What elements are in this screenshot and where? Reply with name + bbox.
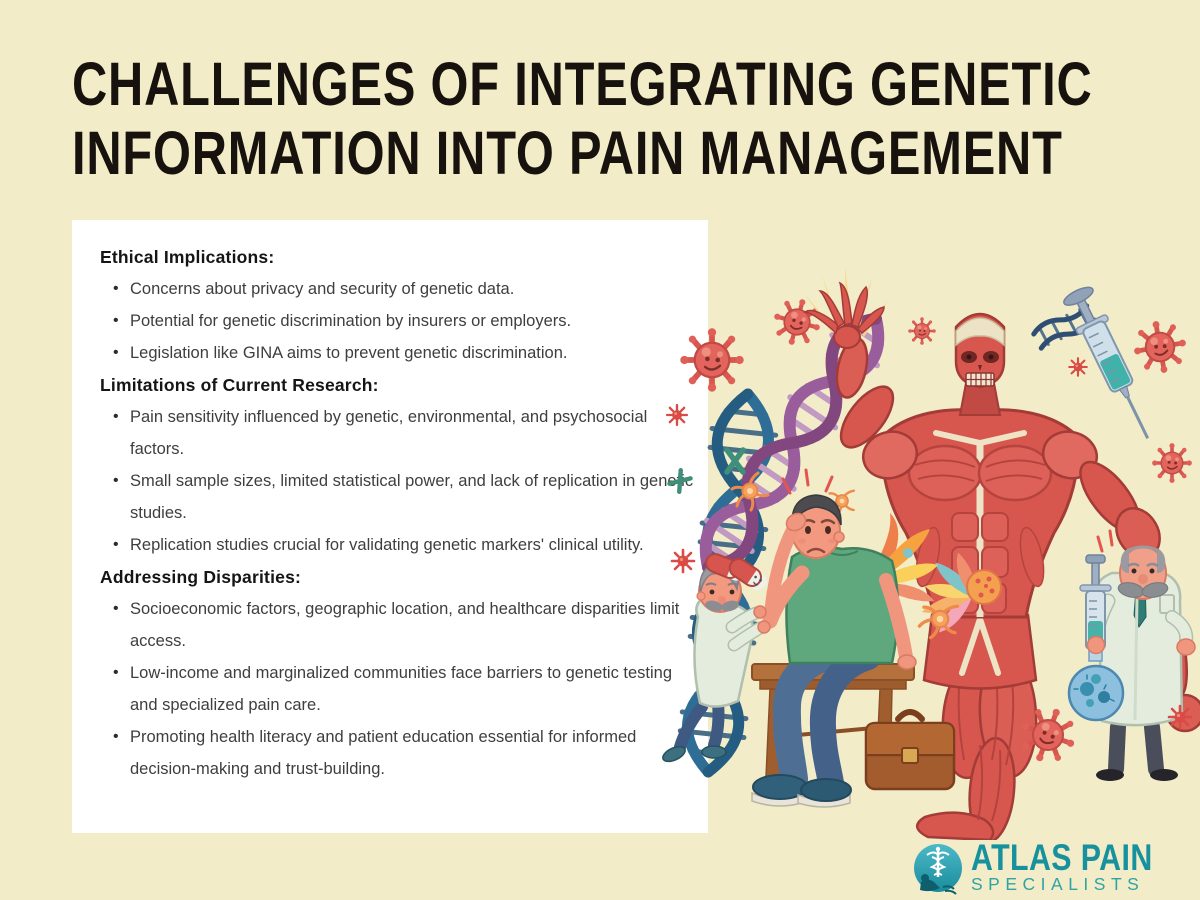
virus-flask-icon: [1067, 554, 1125, 722]
patient-figure: [751, 468, 917, 808]
bullet-list: Pain sensitivity influenced by genetic, …: [100, 401, 700, 561]
bullet-item: Low-income and marginalized communities …: [113, 657, 700, 721]
page-title: CHALLENGES OF INTEGRATING GENETIC INFORM…: [72, 50, 1092, 188]
section-heading: Addressing Disparities:: [100, 567, 302, 587]
virus-icon: [665, 403, 689, 427]
syringe-icon: [1063, 286, 1150, 439]
section-disparities: Addressing Disparities: Socioeconomic fa…: [100, 561, 700, 785]
section-heading: Ethical Implications:: [100, 247, 275, 267]
bullet-item: Promoting health literacy and patient ed…: [113, 721, 700, 785]
page-title-line2: INFORMATION INTO PAIN MANAGEMENT: [72, 119, 1063, 187]
bullet-item: Legislation like GINA aims to prevent ge…: [113, 337, 700, 369]
caduceus-globe-icon: [914, 844, 962, 895]
sneaker-icon: [751, 774, 852, 808]
section-heading: Limitations of Current Research:: [100, 375, 379, 395]
virus-icon: [670, 548, 696, 574]
doctor-with-syringe-figure: [1067, 529, 1196, 781]
illustration: [640, 265, 1200, 844]
bullet-item: Small sample sizes, limited statistical …: [113, 465, 700, 529]
logo: ATLAS PAIN SPECIALISTS: [910, 837, 1193, 899]
section-ethical-implications: Ethical Implications: Concerns about pri…: [100, 241, 700, 369]
page-title-line1: CHALLENGES OF INTEGRATING GENETIC: [72, 50, 1093, 118]
chromosome-icon: [669, 470, 690, 492]
bullet-item: Potential for genetic discrimination by …: [113, 305, 700, 337]
brand-name: ATLAS PAIN: [971, 837, 1153, 878]
virus-icon: [1068, 357, 1088, 377]
hip-burst: [921, 552, 1002, 633]
bullet-item: Concerns about privacy and security of g…: [113, 273, 700, 305]
virus-icon: [1130, 317, 1191, 378]
virus-icon: [680, 328, 743, 391]
section-limitations: Limitations of Current Research: Pain se…: [100, 369, 700, 561]
pill-capsules-icon: [705, 553, 767, 590]
bullet-list: Socioeconomic factors, geographic locati…: [100, 593, 700, 785]
bullet-item: Pain sensitivity influenced by genetic, …: [113, 401, 700, 465]
content-card: Ethical Implications: Concerns about pri…: [72, 220, 708, 833]
brand-subtitle: SPECIALISTS: [971, 874, 1145, 894]
virus-icon: [768, 293, 825, 350]
bullet-item: Replication studies crucial for validati…: [113, 529, 700, 561]
virus-icon: [1167, 704, 1193, 730]
virus-icon: [906, 315, 938, 347]
virus-icon: [1150, 441, 1194, 485]
examining-doctor-figure: [662, 562, 771, 763]
brand-name-block: ATLAS PAIN SPECIALISTS: [971, 837, 1193, 895]
briefcase-icon: [864, 709, 956, 791]
bullet-list: Concerns about privacy and security of g…: [100, 273, 700, 369]
bullet-item: Socioeconomic factors, geographic locati…: [113, 593, 700, 657]
